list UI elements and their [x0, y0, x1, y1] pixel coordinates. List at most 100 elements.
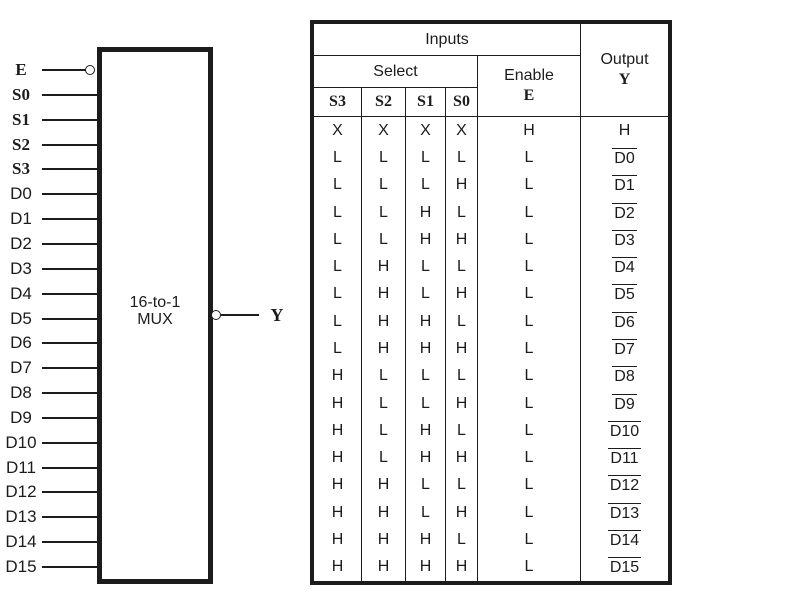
- header-select-col-s2: S2: [362, 88, 406, 117]
- pin-label-d6: D6: [10, 333, 32, 352]
- truth-cell-select: L: [314, 335, 362, 363]
- input-pin-d6: D6: [0, 332, 100, 354]
- output-value-overlined: D3: [612, 229, 637, 249]
- truth-cell-select: H: [314, 499, 362, 527]
- truth-cell-select: H: [406, 335, 446, 363]
- truth-cell-select: L: [406, 280, 446, 309]
- truth-cell-select: L: [314, 171, 362, 199]
- header-select-col-s3: S3: [314, 88, 362, 117]
- truth-cell-select: H: [446, 389, 478, 418]
- wire: [42, 367, 98, 369]
- header-enable-symbol: E: [523, 87, 535, 104]
- truth-cell-select: X: [446, 117, 478, 145]
- input-pin-s3: S3: [0, 158, 100, 180]
- truth-cell-select: L: [314, 144, 362, 172]
- truth-cell-select: L: [362, 389, 406, 418]
- truth-cell-select: L: [314, 226, 362, 254]
- output-value: H: [618, 121, 631, 139]
- truth-cell-select: L: [314, 198, 362, 227]
- output-value-overlined: D4: [612, 257, 637, 277]
- truth-cell-output: D10: [581, 417, 668, 444]
- output-value-overlined: D10: [607, 420, 642, 440]
- wire: [42, 392, 98, 394]
- pin-label-s2: S2: [12, 135, 30, 154]
- truth-cell-output: D1: [581, 172, 668, 199]
- truth-cell-select: H: [446, 226, 478, 254]
- output-value-overlined: D15: [607, 557, 642, 577]
- header-enable-title: Enable: [504, 67, 554, 84]
- pin-label-d0: D0: [10, 184, 32, 203]
- output-value-overlined: D13: [607, 502, 642, 522]
- pin-label-s3: S3: [12, 159, 30, 178]
- truth-cell-enable: L: [478, 144, 581, 172]
- wire: [42, 69, 86, 71]
- truth-cell-output: D0: [581, 144, 668, 171]
- truth-cell-output: D2: [581, 199, 668, 226]
- output-label: Y: [270, 305, 284, 325]
- truth-cell-output: D4: [581, 253, 668, 280]
- input-pin-d7: D7: [0, 357, 100, 379]
- truth-cell-enable: L: [478, 280, 581, 309]
- pin-label-d15: D15: [5, 557, 37, 576]
- wire: [42, 119, 98, 121]
- header-select-col-s1: S1: [406, 88, 446, 117]
- truth-cell-select: H: [406, 226, 446, 254]
- truth-cell-select: L: [362, 144, 406, 172]
- truth-cell-enable: L: [478, 226, 581, 254]
- truth-cell-select: L: [362, 417, 406, 445]
- input-pin-d5: D5: [0, 308, 100, 330]
- truth-cell-select: H: [406, 444, 446, 472]
- mux-box-label-line1: 16-to-1: [129, 294, 181, 311]
- wire: [42, 541, 98, 543]
- truth-cell-select: H: [446, 280, 478, 309]
- truth-cell-select: H: [406, 198, 446, 227]
- header-select-col-s0: S0: [446, 88, 478, 117]
- header-inputs-label: Inputs: [425, 30, 469, 48]
- pin-label-d10: D10: [5, 433, 37, 452]
- truth-cell-select: H: [314, 553, 362, 581]
- wire: [42, 243, 98, 245]
- truth-cell-select: H: [314, 444, 362, 472]
- header-output: Output Y: [581, 24, 668, 117]
- header-select: Select: [314, 56, 478, 88]
- output-value-overlined: D11: [608, 448, 641, 468]
- header-inputs: Inputs: [314, 24, 581, 56]
- truth-cell-output: D5: [581, 281, 668, 308]
- pin-label-s0: S0: [12, 85, 30, 104]
- wire: [42, 516, 98, 518]
- truth-cell-output: D14: [581, 526, 668, 553]
- pin-label-d3: D3: [10, 259, 32, 278]
- input-pin-d0: D0: [0, 183, 100, 205]
- pin-label-s1: S1: [12, 110, 30, 129]
- pin-label-d4: D4: [10, 284, 32, 303]
- truth-cell-select: L: [406, 389, 446, 418]
- truth-cell-output: D11: [581, 445, 668, 472]
- wire: [42, 491, 98, 493]
- truth-cell-select: H: [314, 471, 362, 500]
- wire: [42, 417, 98, 419]
- truth-cell-select: H: [362, 526, 406, 554]
- output-value-overlined: D0: [612, 147, 637, 167]
- truth-cell-enable: L: [478, 417, 581, 445]
- truth-cell-select: L: [446, 308, 478, 336]
- input-pin-d4: D4: [0, 283, 100, 305]
- wire: [42, 193, 98, 195]
- input-pin-d9: D9: [0, 407, 100, 429]
- input-pin-d3: D3: [0, 258, 100, 280]
- input-pin-s1: S1: [0, 109, 100, 131]
- output-inversion-bubble-icon: [211, 310, 221, 320]
- truth-cell-select: L: [446, 526, 478, 554]
- inversion-bubble-icon: [85, 65, 95, 75]
- truth-cell-select: L: [406, 253, 446, 281]
- wire: [42, 467, 98, 469]
- truth-cell-select: L: [446, 198, 478, 227]
- truth-cell-enable: L: [478, 471, 581, 500]
- truth-cell-enable: L: [478, 362, 581, 390]
- wire: [42, 318, 98, 320]
- wire: [42, 144, 98, 146]
- input-pin-d15: D15: [0, 556, 100, 578]
- truth-cell-select: H: [446, 335, 478, 363]
- truth-cell-select: L: [446, 417, 478, 445]
- mux-box-label: 16-to-1 MUX: [97, 294, 213, 328]
